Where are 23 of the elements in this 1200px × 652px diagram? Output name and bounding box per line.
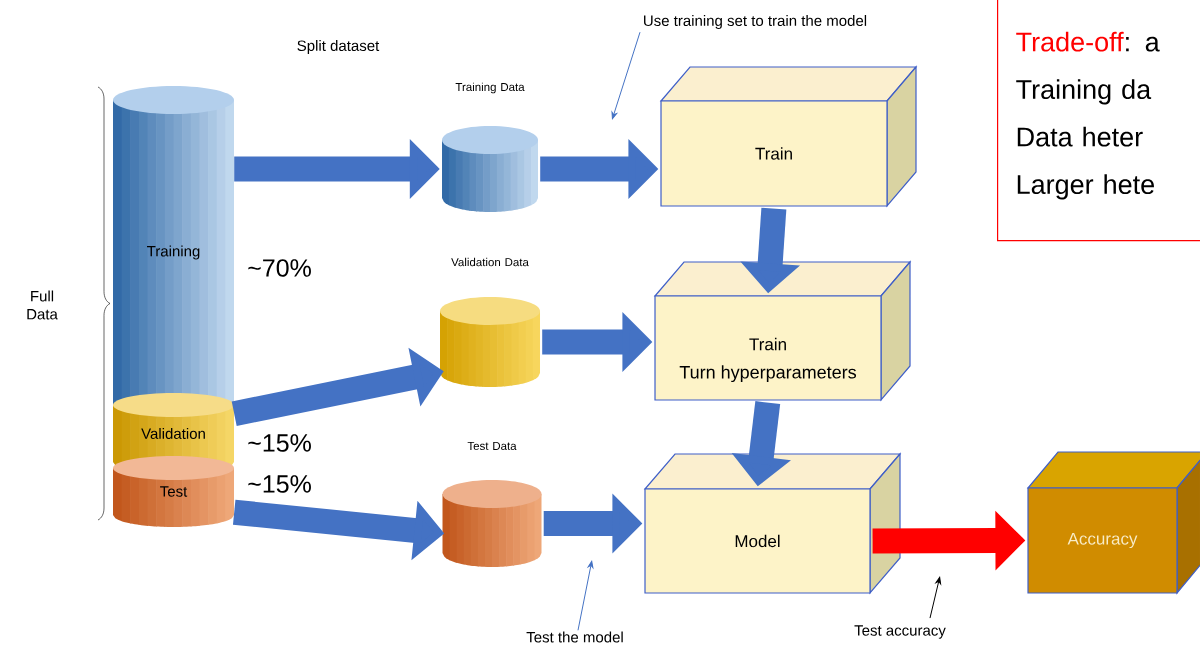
database-cylinder: [442, 126, 538, 212]
cylinder-heading: Test Data: [467, 442, 517, 450]
annotation-text: Test accuracy: [854, 625, 946, 639]
node-label: Test: [160, 486, 188, 497]
cylinder-segment: Training: [113, 86, 234, 419]
cylinder-heading: Validation Data: [451, 257, 529, 267]
leader-line: [929, 576, 942, 619]
cylinder-heading: Training Data: [455, 82, 525, 94]
database-cylinder: [440, 297, 540, 387]
annotation-text: Test the model: [526, 631, 623, 643]
percentage-label: ~15%: [248, 434, 311, 452]
percentage-label: ~70%: [248, 259, 311, 277]
leader-line: [577, 560, 594, 631]
node-label: Training: [147, 245, 200, 260]
database-cylinder: [442, 480, 542, 567]
leader-line: [611, 31, 641, 120]
note-box: Trade-off: a Training da Data heter Larger hete: [997, 0, 1200, 242]
node-label: Validation: [141, 427, 205, 439]
annotation-text: Use training set to train the model: [644, 15, 867, 29]
percentage-label: ~15%: [248, 475, 311, 493]
brace-label: Full Data: [27, 290, 58, 320]
caption-text: Split dataset: [297, 40, 380, 54]
cylinder-segment: Test: [113, 456, 234, 527]
